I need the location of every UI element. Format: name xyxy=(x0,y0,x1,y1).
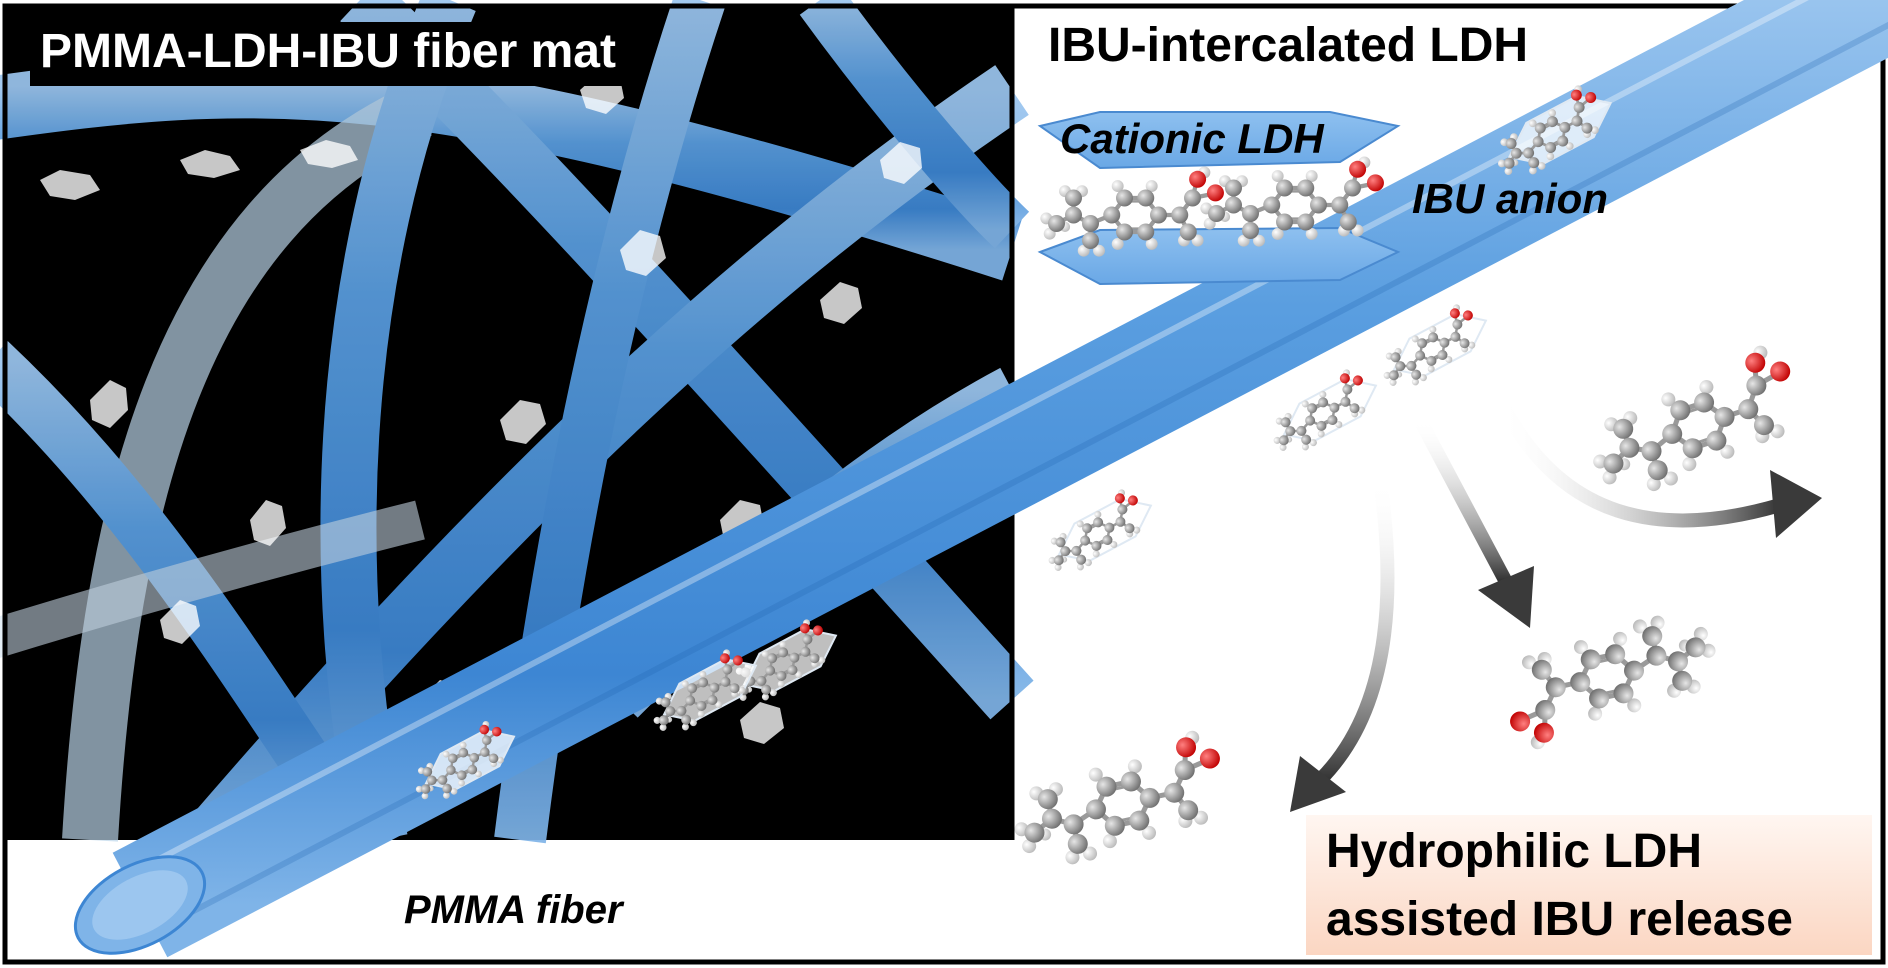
release-arrows xyxy=(1290,396,1822,812)
ibu-anion-label: IBU anion xyxy=(1412,175,1608,222)
pmma-fiber-main xyxy=(73,0,1888,958)
intercalated-title: IBU-intercalated LDH xyxy=(1048,19,1529,72)
release-highlight-box xyxy=(1306,815,1872,955)
release-label-line2: assisted IBU release xyxy=(1326,893,1793,946)
ldh-layers xyxy=(1037,111,1401,286)
pmma-fiber-label: PMMA fiber xyxy=(404,888,623,932)
release-label-line1: Hydrophilic LDH xyxy=(1326,825,1703,878)
fiber-mat-title: PMMA-LDH-IBU fiber mat xyxy=(30,22,628,86)
cationic-ldh-label: Cationic LDH xyxy=(1060,115,1324,162)
